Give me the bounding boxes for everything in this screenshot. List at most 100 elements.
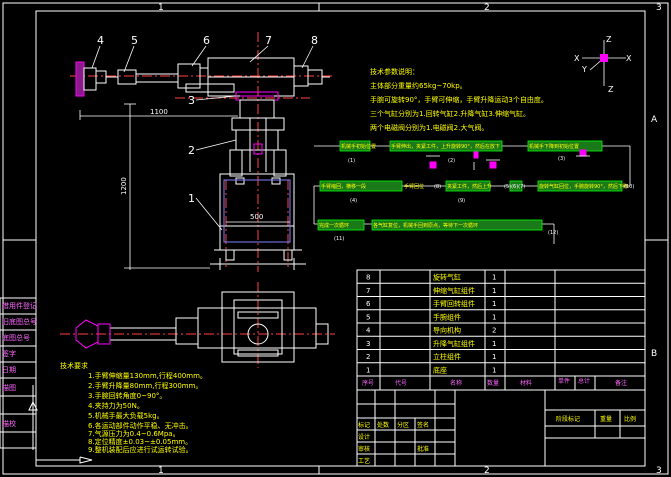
left-strip-table: 借用件登记 旧底图总号 底图总号 签字 日期 描图 描校 [0,297,37,449]
parts-cell-qty: 1 [492,313,496,321]
left-strip-3: 签字 [2,349,16,358]
flow-num-4: (4) [350,198,357,204]
parts-cell-name: 旋转气缸 [433,273,461,282]
callout-1: 1 [188,192,195,205]
notes-bottom-7: 7.气源压力为0.4~0.6Mpa。 [88,429,180,438]
front-view: 1100 1200 500 4 5 6 7 8 3 2 1 [70,32,335,272]
callout-4: 4 [97,34,104,47]
parts-cell-no: 8 [366,274,370,282]
notes-bottom-9: 9.整机装配后应进行试运转试验。 [88,445,193,454]
flow-num-10: (12) [548,230,558,236]
flow-num-3: (3) [558,156,565,162]
parts-cell-no: 1 [366,366,370,374]
parts-cell-qty: 1 [492,274,496,282]
flow-box-2: 手臂伸出，夹紧工件，上升旋转90°，然后在放下 [391,143,500,150]
notes-bottom-2: 2.手臂升降量80mm,行程300mm。 [88,381,202,390]
flow-num-6: (8) [434,184,441,190]
zone-bottom-1: 1 [158,466,164,476]
notes-bottom-4: 4.夹持力为50N。 [88,401,144,410]
notes-top: 技术参数说明： 主体部分重量约65kg~70kp。 手腕可旋转90°，手臂可伸缩… [370,67,548,132]
parts-cell-qty: 1 [492,300,496,308]
title-right-1: 重量 [600,415,612,423]
callout-8: 8 [311,34,318,47]
title-label-2: 分区 [397,421,409,429]
zone-bottom-2: 2 [484,466,490,476]
parts-cell-qty: 1 [492,340,496,348]
title-label-4: 设计 [358,433,370,441]
parts-cell-name: 底座 [433,365,447,374]
flow-box-8: 完成一次循环 [319,222,349,229]
axis-x-left: X [574,54,580,63]
notes-bottom-0: 技术要求 [60,361,88,370]
axis-z-bottom: Z [608,85,614,94]
flow-num-1: (1) [348,158,355,164]
zone-right-a: A [651,115,658,125]
title-label-5: 审核 [358,445,370,453]
callout-7: 7 [265,34,272,47]
dimension-height: 1200 [120,177,128,195]
axis-arrow-icon [28,385,93,464]
zone-top-2: 2 [484,3,490,13]
notes-top-0: 技术参数说明： [370,67,419,76]
flow-num-5: (5)(6)(7) [504,184,525,190]
parts-cell-name: 升降气缸组件 [433,339,475,348]
parts-header-total: 总计 [578,377,590,385]
title-right-0: 阶段标记 [556,415,580,423]
notes-top-3: 三个气缸分别为1.回转气缸2.升降气缸3.伸缩气缸。 [370,109,530,118]
axis-z-top: Z [606,35,612,44]
table-row: 5 手腕组件 1 [366,312,496,321]
parts-cell-no: 2 [366,353,370,361]
flow-num-9: (11) [334,236,344,242]
flow-box-3: 机械手下降到初始位置 [529,143,579,150]
axis-y-left: Y [581,65,587,74]
axis-x-right: X [626,54,632,63]
title-label-0: 标记 [358,421,370,429]
table-row: 8 旋转气缸 1 [366,273,496,282]
flow-num-2: (2) [448,158,455,164]
flow-box-9: 各气缸复位，机械手回到原点，等待下一次循环 [373,222,478,229]
dimension-reach: 1100 [150,108,168,116]
parts-header-unit: 单件 [558,377,570,385]
flow-box-5: 夹紧工件，然后上升 [447,183,492,190]
flow-num-7: (9) [458,198,465,204]
parts-cell-qty: 1 [492,287,496,295]
parts-cell-name: 手腕组件 [433,312,461,321]
parts-cell-name: 导向机构 [433,326,461,335]
zone-bottom-3: 3 [656,466,662,476]
parts-cell-qty: 1 [492,353,496,361]
parts-header-qty: 数量 [487,379,499,387]
notes-top-4: 两个电磁阀分别为1.电磁阀2.大气阀。 [370,123,488,132]
flowchart: 机械手初始位置 手臂伸出，夹紧工件，上升旋转90°，然后在放下 机械手下降到初始… [313,140,634,244]
left-strip-5: 描图 [2,383,16,392]
left-strip-1: 旧底图总号 [2,317,37,326]
title-label-7: 批准 [417,445,429,453]
callout-2: 2 [188,144,195,157]
callout-5: 5 [131,34,138,47]
parts-cell-qty: 2 [492,327,496,335]
left-strip-4: 日期 [2,366,16,374]
parts-cell-no: 5 [366,313,370,321]
parts-cell-name: 伸缩气缸组件 [433,286,475,295]
zone-right-b: B [651,349,657,359]
dimension-width: 500 [250,213,263,221]
zone-top-1: 1 [158,3,164,13]
callout-3: 3 [188,94,195,107]
notes-bottom-6: 6.各运动部件动作平稳、无冲击。 [88,421,193,430]
left-strip-6: 描校 [2,419,16,428]
flow-box-6: 手臂回位 [404,183,424,190]
flow-num-8: (10) [624,184,634,190]
notes-bottom: 技术要求 1.手臂伸缩量130mm,行程400mm。 2.手臂升降量80mm,行… [60,361,207,454]
zone-markers: 1 2 3 1 2 3 A B [158,3,662,476]
title-label-3: 签名 [417,421,429,429]
zone-top-3: 3 [656,3,662,13]
parts-cell-no: 3 [366,340,370,348]
parts-header-remark: 备注 [615,379,627,387]
title-label-1: 处数 [377,421,389,429]
parts-cell-no: 4 [366,327,371,335]
